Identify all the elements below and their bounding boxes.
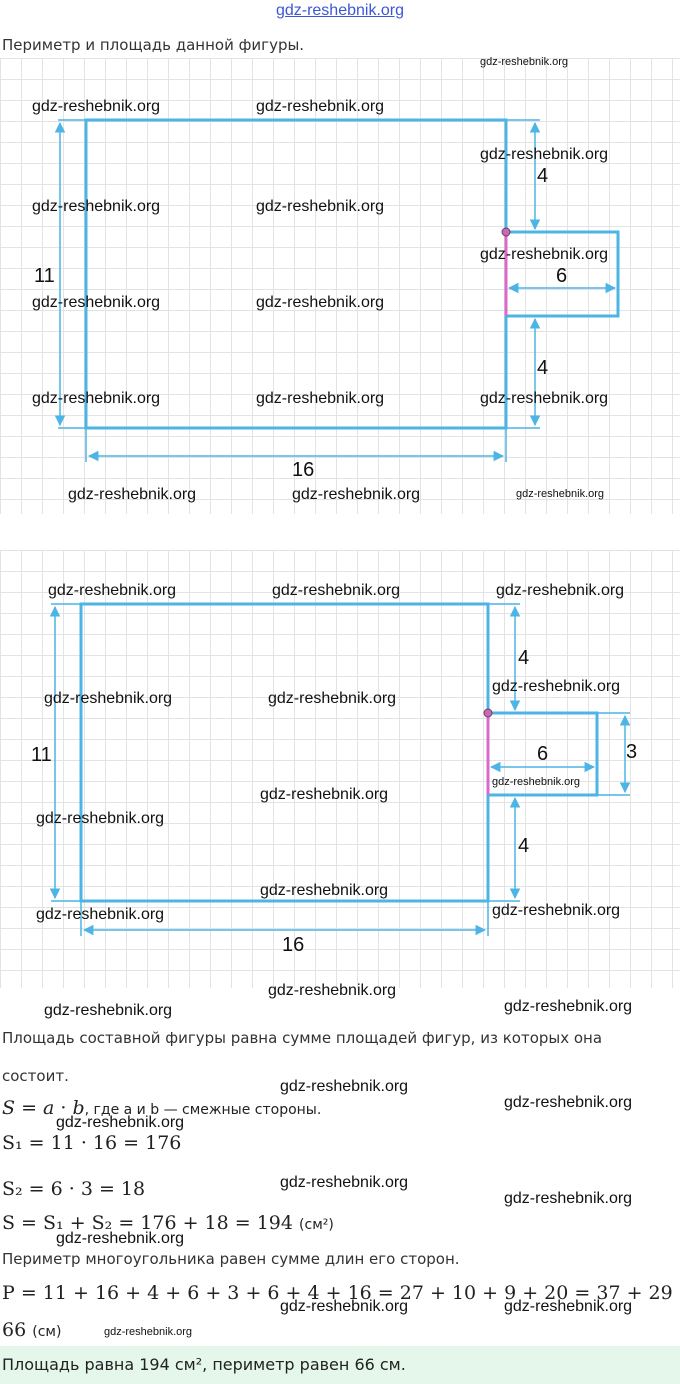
watermark: gdz-reshebnik.org [260, 786, 389, 803]
heading: Периметр и площадь данной фигуры. [2, 36, 305, 54]
fig2-ext-length-label: 6 [537, 743, 549, 765]
solution-line-1: Площадь составной фигуры равна сумме пло… [2, 1029, 603, 1047]
watermark: gdz-reshebnik.org [256, 294, 385, 311]
watermark: gdz-reshebnik.org [272, 582, 401, 599]
watermark: gdz-reshebnik.org [480, 390, 609, 407]
fig1-top-gap-label: 4 [537, 165, 549, 187]
solution-line-2: состоит. [2, 1067, 69, 1085]
watermark: gdz-reshebnik.org [504, 1298, 633, 1315]
watermark: gdz-reshebnik.org [44, 690, 173, 707]
watermark: gdz-reshebnik.org [104, 1326, 193, 1338]
fig2-ext-height-label: 3 [626, 741, 638, 763]
watermark: gdz-reshebnik.org [56, 1114, 185, 1131]
watermark: gdz-reshebnik.org [256, 198, 385, 215]
watermark: gdz-reshebnik.org [68, 486, 197, 503]
watermark: gdz-reshebnik.org [256, 390, 385, 407]
watermark: gdz-reshebnik.org [44, 1002, 173, 1019]
watermark: gdz-reshebnik.org [280, 1298, 409, 1315]
watermark: gdz-reshebnik.org [260, 882, 389, 899]
fig2-bottom-gap-label: 4 [518, 835, 530, 857]
watermark: gdz-reshebnik.org [480, 56, 569, 68]
watermark: gdz-reshebnik.org [504, 1190, 633, 1207]
joint-point-2 [483, 708, 493, 718]
perimeter-result-unit: (см) [32, 1324, 62, 1340]
answer-box: Площадь равна 194 см², периметр равен 66… [0, 1346, 680, 1384]
perimeter-text: Периметр многоугольника равен сумме длин… [2, 1250, 460, 1268]
area-s2: S₂ = 6 · 3 = 18 [2, 1178, 146, 1200]
perimeter-formula: P = 11 + 16 + 4 + 6 + 3 + 6 + 4 + 16 = 2… [2, 1282, 680, 1304]
watermark: gdz-reshebnik.org [280, 1174, 409, 1191]
area-s1: S₁ = 11 · 16 = 176 [2, 1132, 182, 1154]
fig2-width-label: 16 [282, 934, 305, 956]
perimeter-result: 66 (см) [2, 1319, 61, 1341]
watermark: gdz-reshebnik.org [268, 982, 397, 999]
watermark: gdz-reshebnik.org [32, 294, 161, 311]
fig2-top-gap-label: 4 [518, 647, 530, 669]
watermark: gdz-reshebnik.org [504, 998, 633, 1015]
perimeter-result-value: 66 [2, 1319, 27, 1341]
small-rectangle [506, 230, 620, 318]
area-total-expr: S = S₁ + S₂ = 176 + 18 = 194 [2, 1212, 293, 1234]
area-formula-comment: , где a и b — смежные стороны. [84, 1102, 322, 1118]
fig2-height-label: 11 [31, 744, 52, 766]
figure-1-drawing [54, 118, 620, 462]
watermark: gdz-reshebnik.org [268, 690, 397, 707]
area-formula: S = a · b, где a и b — смежные стороны. [2, 1097, 322, 1119]
watermark: gdz-reshebnik.org [56, 1230, 185, 1247]
watermark: gdz-reshebnik.org [32, 98, 161, 115]
watermark: gdz-reshebnik.org [496, 582, 625, 599]
watermark: gdz-reshebnik.org [480, 146, 609, 163]
answer-text: Площадь равна 194 см², периметр равен 66… [2, 1355, 406, 1374]
site-link[interactable]: gdz-reshebnik.org [275, 2, 405, 19]
watermark: gdz-reshebnik.org [492, 776, 581, 788]
watermark: gdz-reshebnik.org [516, 488, 605, 500]
fig1-bottom-gap-label: 4 [537, 357, 549, 379]
watermark: gdz-reshebnik.org [36, 906, 165, 923]
watermark: gdz-reshebnik.org [32, 198, 161, 215]
joint-point [501, 227, 511, 237]
figure-2-drawing [49, 602, 631, 936]
watermark: gdz-reshebnik.org [292, 486, 421, 503]
small-rectangle-2 [488, 711, 599, 797]
watermark: gdz-reshebnik.org [256, 98, 385, 115]
watermark: gdz-reshebnik.org [480, 246, 609, 263]
fig1-height-label: 11 [34, 265, 55, 287]
watermark: gdz-reshebnik.org [492, 902, 621, 919]
watermark: gdz-reshebnik.org [280, 1078, 409, 1095]
watermark: gdz-reshebnik.org [492, 678, 621, 695]
fig1-width-label: 16 [292, 459, 315, 481]
watermark: gdz-reshebnik.org [36, 810, 165, 827]
watermark: gdz-reshebnik.org [32, 390, 161, 407]
fig1-ext-length-label: 6 [556, 265, 568, 287]
area-total-unit: (см²) [299, 1217, 334, 1233]
watermark: gdz-reshebnik.org [48, 582, 177, 599]
watermark: gdz-reshebnik.org [504, 1094, 633, 1111]
big-rectangle-2 [79, 602, 490, 903]
area-total: S = S₁ + S₂ = 176 + 18 = 194 (см²) [2, 1212, 334, 1234]
